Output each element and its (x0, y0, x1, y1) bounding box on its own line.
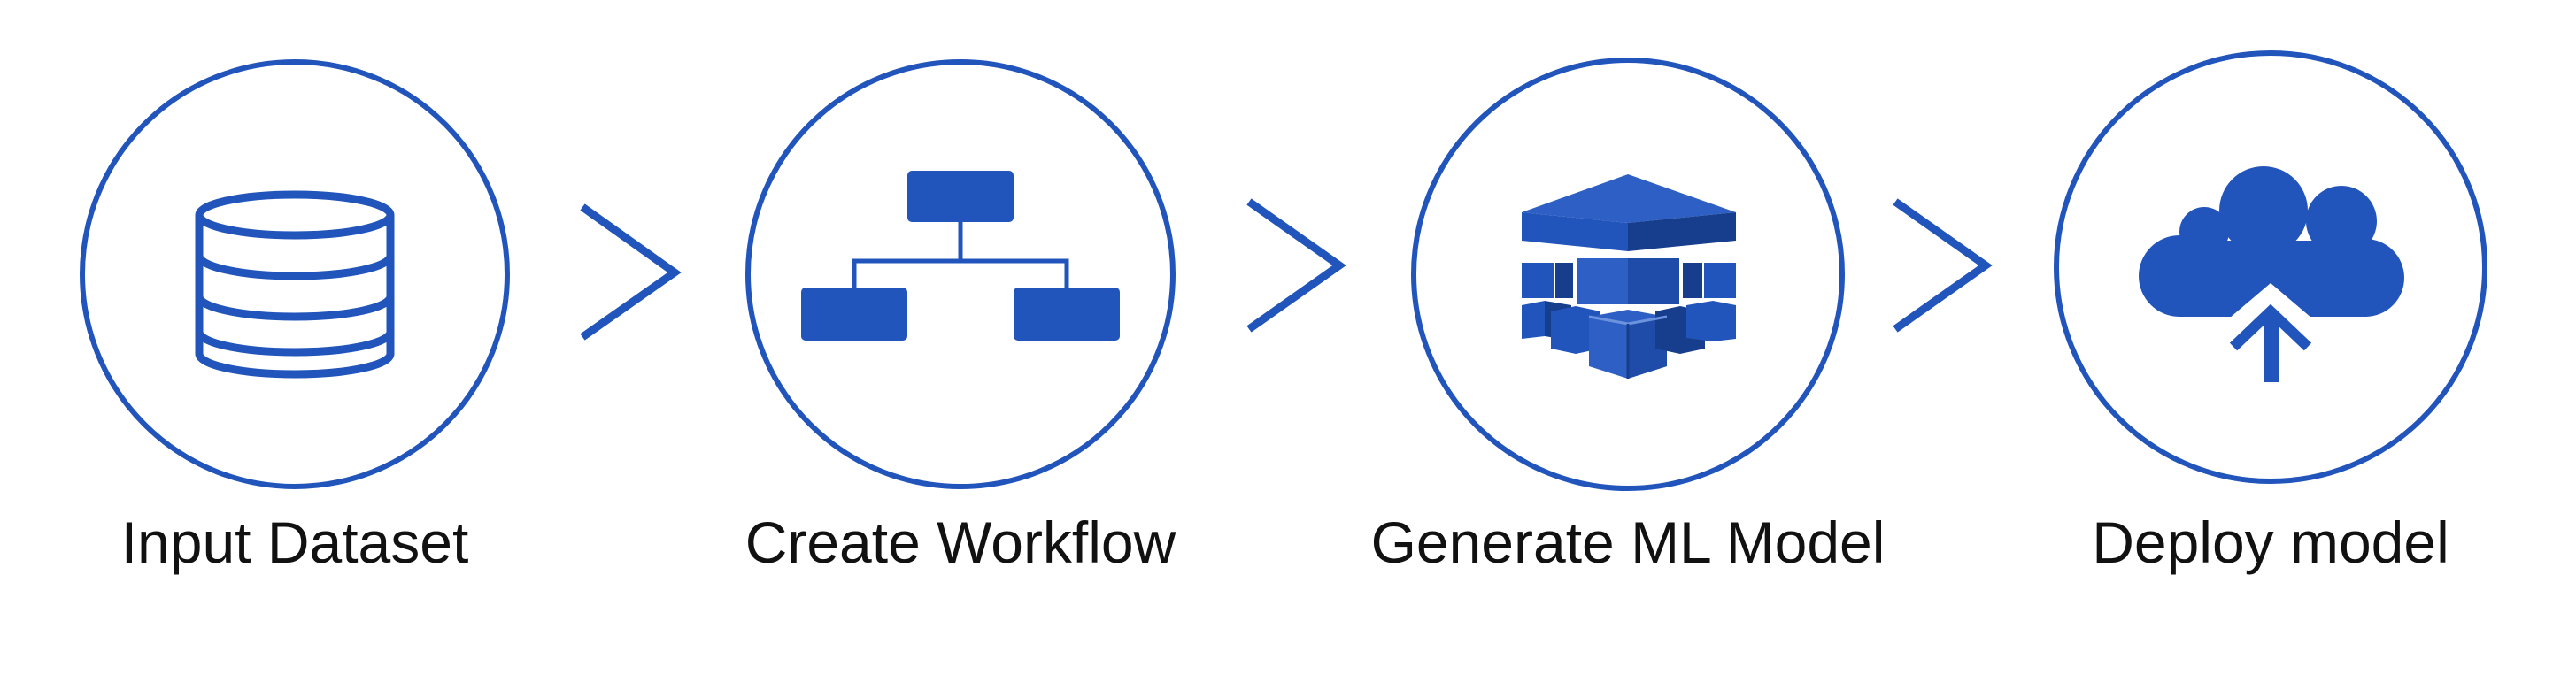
chevron-right-icon (1246, 198, 1346, 333)
step-circle (80, 59, 510, 489)
database-icon (195, 190, 395, 379)
chevron-right-icon (1893, 198, 1993, 333)
ml-model-cubes-icon (1522, 174, 1736, 379)
step-create-workflow (745, 59, 1176, 489)
step-label-deploy-model: Deploy model (2092, 510, 2449, 575)
step-label-input-dataset: Input Dataset (120, 510, 469, 575)
step-circle (2054, 50, 2487, 484)
step-label-create-workflow: Create Workflow (744, 510, 1176, 575)
step-deploy-model (2054, 50, 2487, 484)
cloud-upload-icon (2139, 166, 2404, 382)
step-label-generate-ml-model: Generate ML Model (1370, 510, 1886, 575)
step-circle (745, 59, 1176, 489)
workflow-hierarchy-icon (801, 171, 1120, 341)
chevron-right-icon (580, 203, 682, 341)
step-input-dataset (80, 59, 510, 489)
step-generate-ml-model (1411, 58, 1845, 491)
step-circle (1411, 58, 1845, 491)
